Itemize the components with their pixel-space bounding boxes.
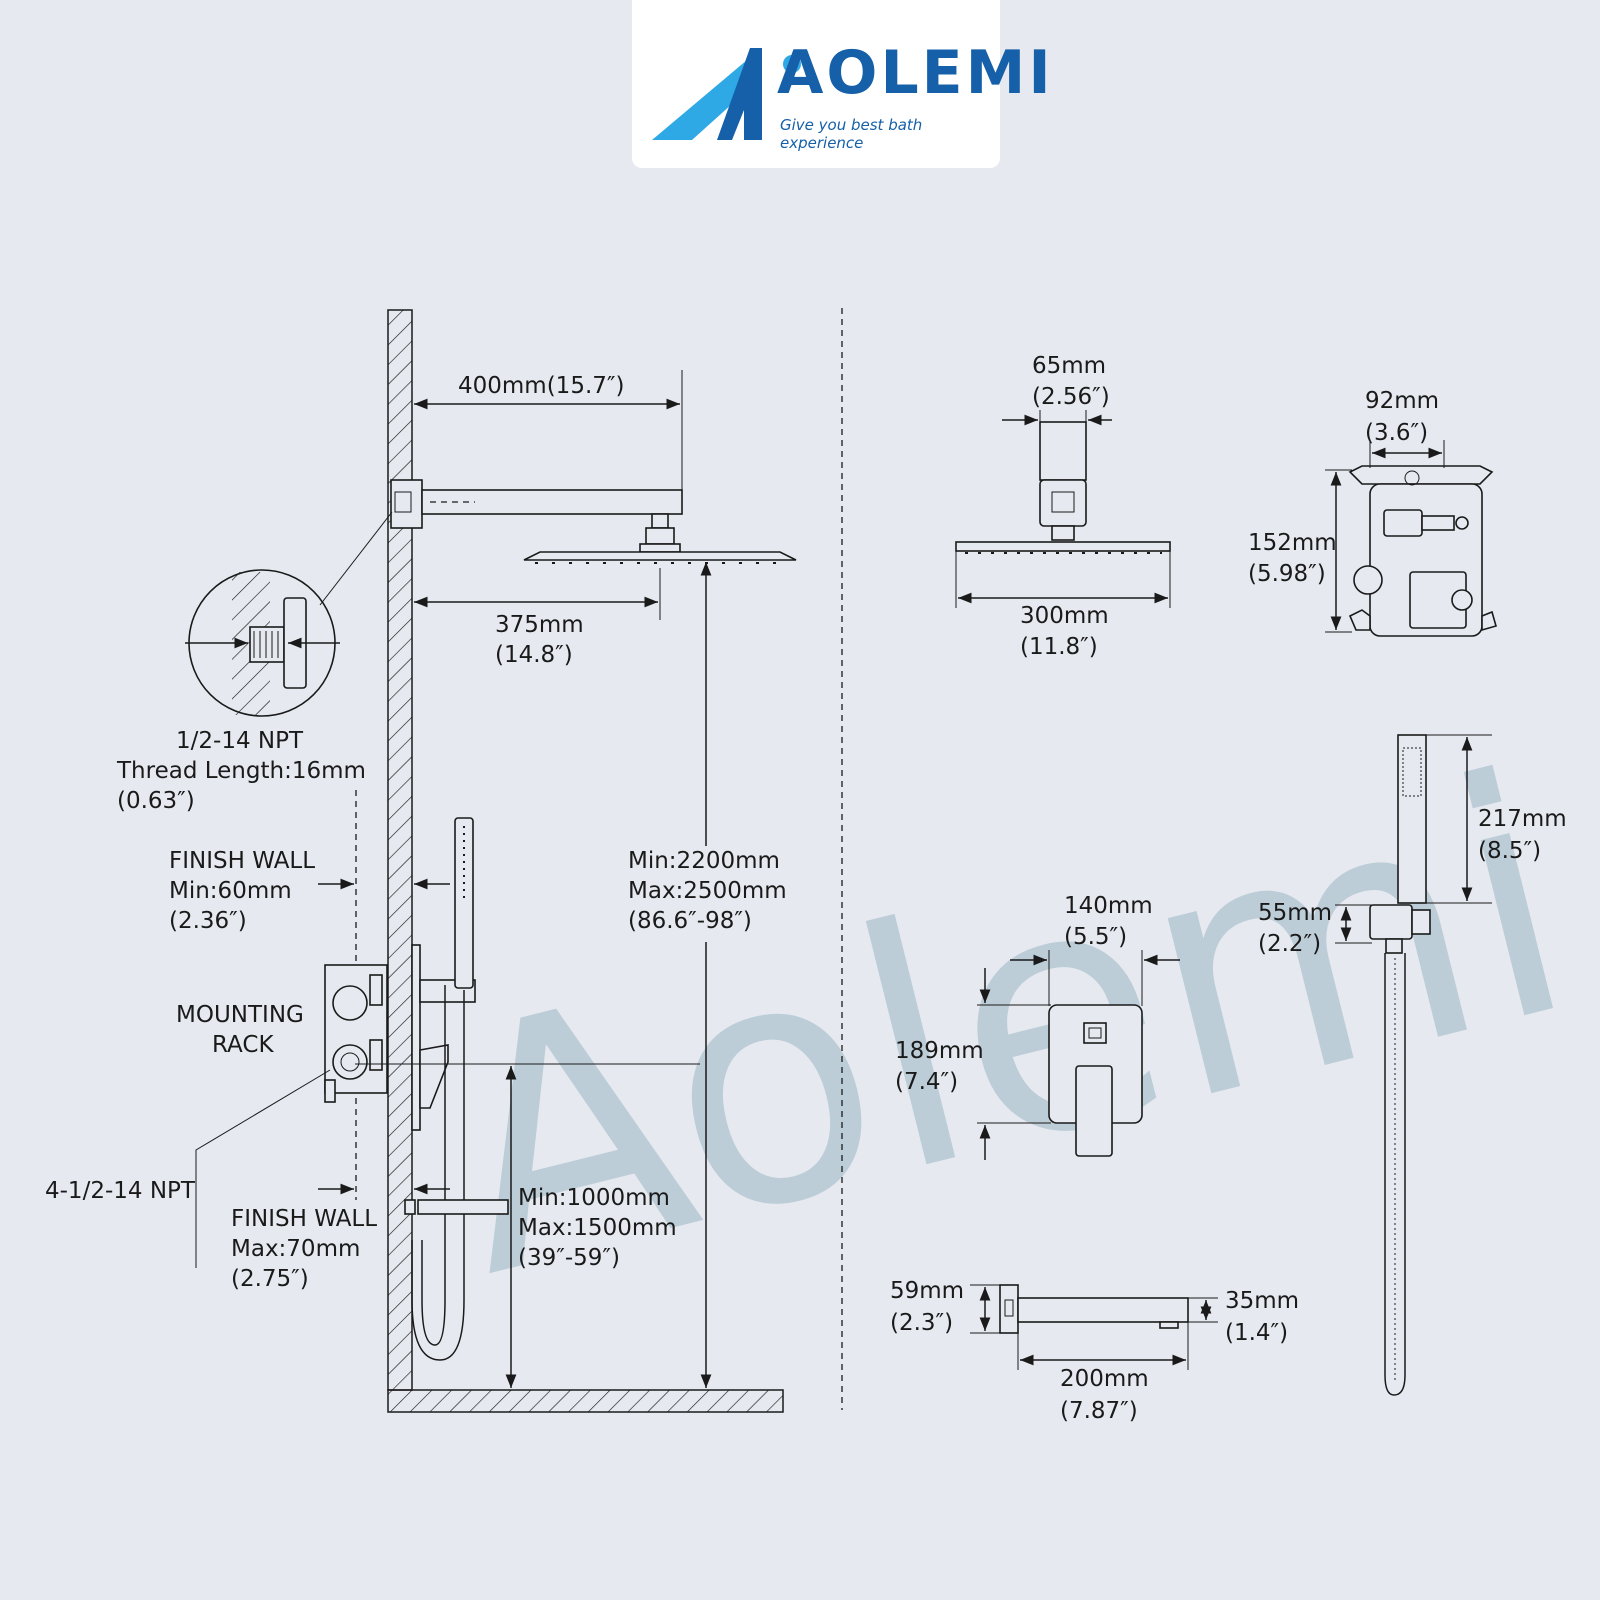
- spout-length-in: (7.87″): [1060, 1398, 1138, 1424]
- showerhead-width-in: (11.8″): [1020, 634, 1098, 660]
- wall-trim-assembly: [404, 817, 509, 1361]
- arm-reach-in: (14.8″): [495, 642, 573, 668]
- head-height-max: Max:2500mm: [628, 878, 787, 904]
- hand-length-in: (8.5″): [1478, 838, 1541, 864]
- showerhead-width-mm: 300mm: [1020, 603, 1109, 629]
- finish-wall-max-in: (2.75″): [231, 1266, 309, 1292]
- head-height-min: Min:2200mm: [628, 848, 780, 874]
- logo-mark-icon: [652, 48, 801, 140]
- spout-outlet-mm: 35mm: [1225, 1288, 1299, 1314]
- finish-wall-min: Min:60mm: [169, 878, 292, 904]
- spout-length-mm: 200mm: [1060, 1366, 1149, 1392]
- valve-height-mm: 152mm: [1248, 530, 1337, 556]
- showerhead-neck-mm: 65mm: [1032, 353, 1106, 379]
- thread-length-in: (0.63″): [117, 788, 195, 814]
- valve-height-in: (39″-59″): [518, 1245, 620, 1271]
- shower-arm: [390, 479, 683, 529]
- valve-width-in: (3.6″): [1365, 420, 1428, 446]
- spout-outlet-in: (1.4″): [1225, 1320, 1288, 1346]
- trim-height-mm: 189mm: [895, 1038, 984, 1064]
- thread-leader-line: [319, 511, 393, 606]
- hand-shower-part: [1369, 734, 1431, 1396]
- valve-height-min: Min:1000mm: [518, 1185, 670, 1211]
- thread-title: 1/2-14 NPT: [176, 728, 304, 754]
- mounting-rack: [324, 964, 388, 1103]
- showerhead-neck-in: (2.56″): [1032, 384, 1110, 410]
- tub-spout-part: [999, 1284, 1189, 1334]
- thread-length: Thread Length:16mm: [116, 758, 366, 784]
- finish-wall-min-title: FINISH WALL: [169, 848, 315, 874]
- head-height-in: (86.6″-98″): [628, 908, 752, 934]
- valve-height-in: (5.98″): [1248, 561, 1326, 587]
- holder-in: (2.2″): [1258, 931, 1321, 957]
- mounting-rack-label-1: MOUNTING: [176, 1002, 304, 1028]
- arm-length-label: 400mm(15.7″): [458, 373, 624, 399]
- head-height-label-bg: [624, 846, 788, 942]
- valve-body-part: [1348, 465, 1497, 637]
- trim-width-mm: 140mm: [1064, 893, 1153, 919]
- trim-width-in: (5.5″): [1064, 924, 1127, 950]
- arm-reach-mm: 375mm: [495, 612, 584, 638]
- showerhead-part: [955, 421, 1171, 554]
- spout-height-in: (2.3″): [890, 1310, 953, 1336]
- inlet-npt-leader: [195, 1069, 331, 1268]
- finish-wall-min-in: (2.36″): [169, 908, 247, 934]
- holder-mm: 55mm: [1258, 900, 1332, 926]
- brand-tagline: Give you best bath experience: [780, 116, 923, 152]
- trim-plate-part: [1048, 1004, 1143, 1157]
- mounting-rack-label-2: RACK: [212, 1032, 274, 1058]
- trim-height-in: (7.4″): [895, 1069, 958, 1095]
- finish-wall-max-title: FINISH WALL: [231, 1206, 377, 1232]
- valve-height-max: Max:1500mm: [518, 1215, 677, 1241]
- thread-detail: [185, 569, 340, 717]
- inlet-npt-label: 4-1/2-14 NPT: [45, 1178, 196, 1204]
- finish-wall-max: Max:70mm: [231, 1236, 360, 1262]
- brand-name: AOLEMI: [777, 38, 1054, 108]
- spout-height-mm: 59mm: [890, 1278, 964, 1304]
- hand-length-mm: 217mm: [1478, 806, 1567, 832]
- logo-card: AOLEMI Give you best bath experience: [632, 0, 1051, 168]
- valve-width-mm: 92mm: [1365, 388, 1439, 414]
- rain-showerhead: [523, 513, 797, 564]
